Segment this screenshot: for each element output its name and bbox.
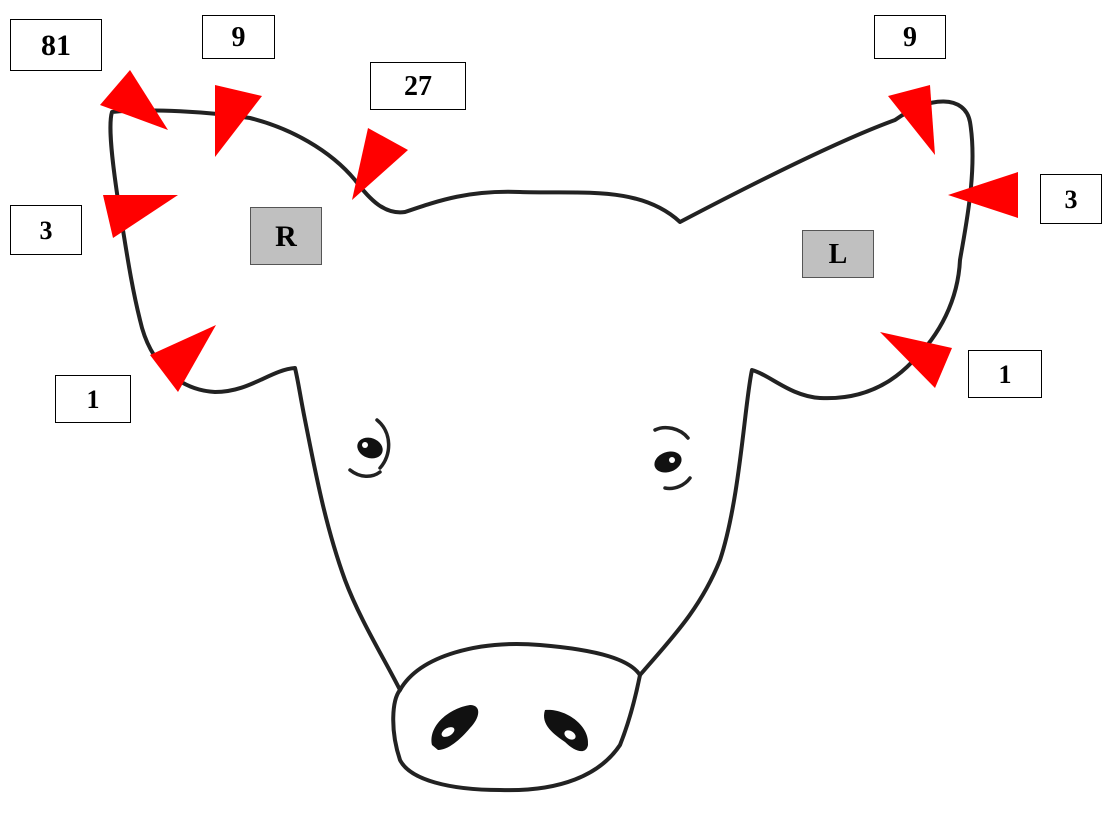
notch-label-right-81: 81 bbox=[10, 19, 102, 71]
right-side-label: R bbox=[250, 207, 322, 265]
left-eye bbox=[653, 425, 692, 491]
pig-head-outline bbox=[108, 99, 975, 793]
snout-outline bbox=[398, 642, 642, 692]
notch-label-right-3: 3 bbox=[10, 205, 82, 255]
notch-label-left-3: 3 bbox=[1040, 174, 1102, 224]
notch-arrows bbox=[100, 70, 1018, 392]
arrow-left-3 bbox=[948, 172, 1018, 218]
nostrils bbox=[431, 705, 589, 752]
notch-label-right-27: 27 bbox=[370, 62, 466, 110]
arrow-right-9 bbox=[215, 85, 262, 157]
arrow-right-3 bbox=[103, 195, 178, 238]
arrow-left-1 bbox=[880, 332, 952, 388]
arrow-right-81 bbox=[100, 70, 168, 130]
arrow-left-9 bbox=[888, 85, 935, 155]
notch-label-right-1: 1 bbox=[55, 375, 131, 423]
notch-label-left-9: 9 bbox=[874, 15, 946, 59]
right-eye bbox=[348, 418, 391, 478]
left-side-label: L bbox=[802, 230, 874, 278]
arrow-right-27 bbox=[352, 128, 408, 200]
arrow-right-1 bbox=[150, 325, 216, 392]
notch-label-left-1: 1 bbox=[968, 350, 1042, 398]
notch-label-right-9: 9 bbox=[202, 15, 275, 59]
